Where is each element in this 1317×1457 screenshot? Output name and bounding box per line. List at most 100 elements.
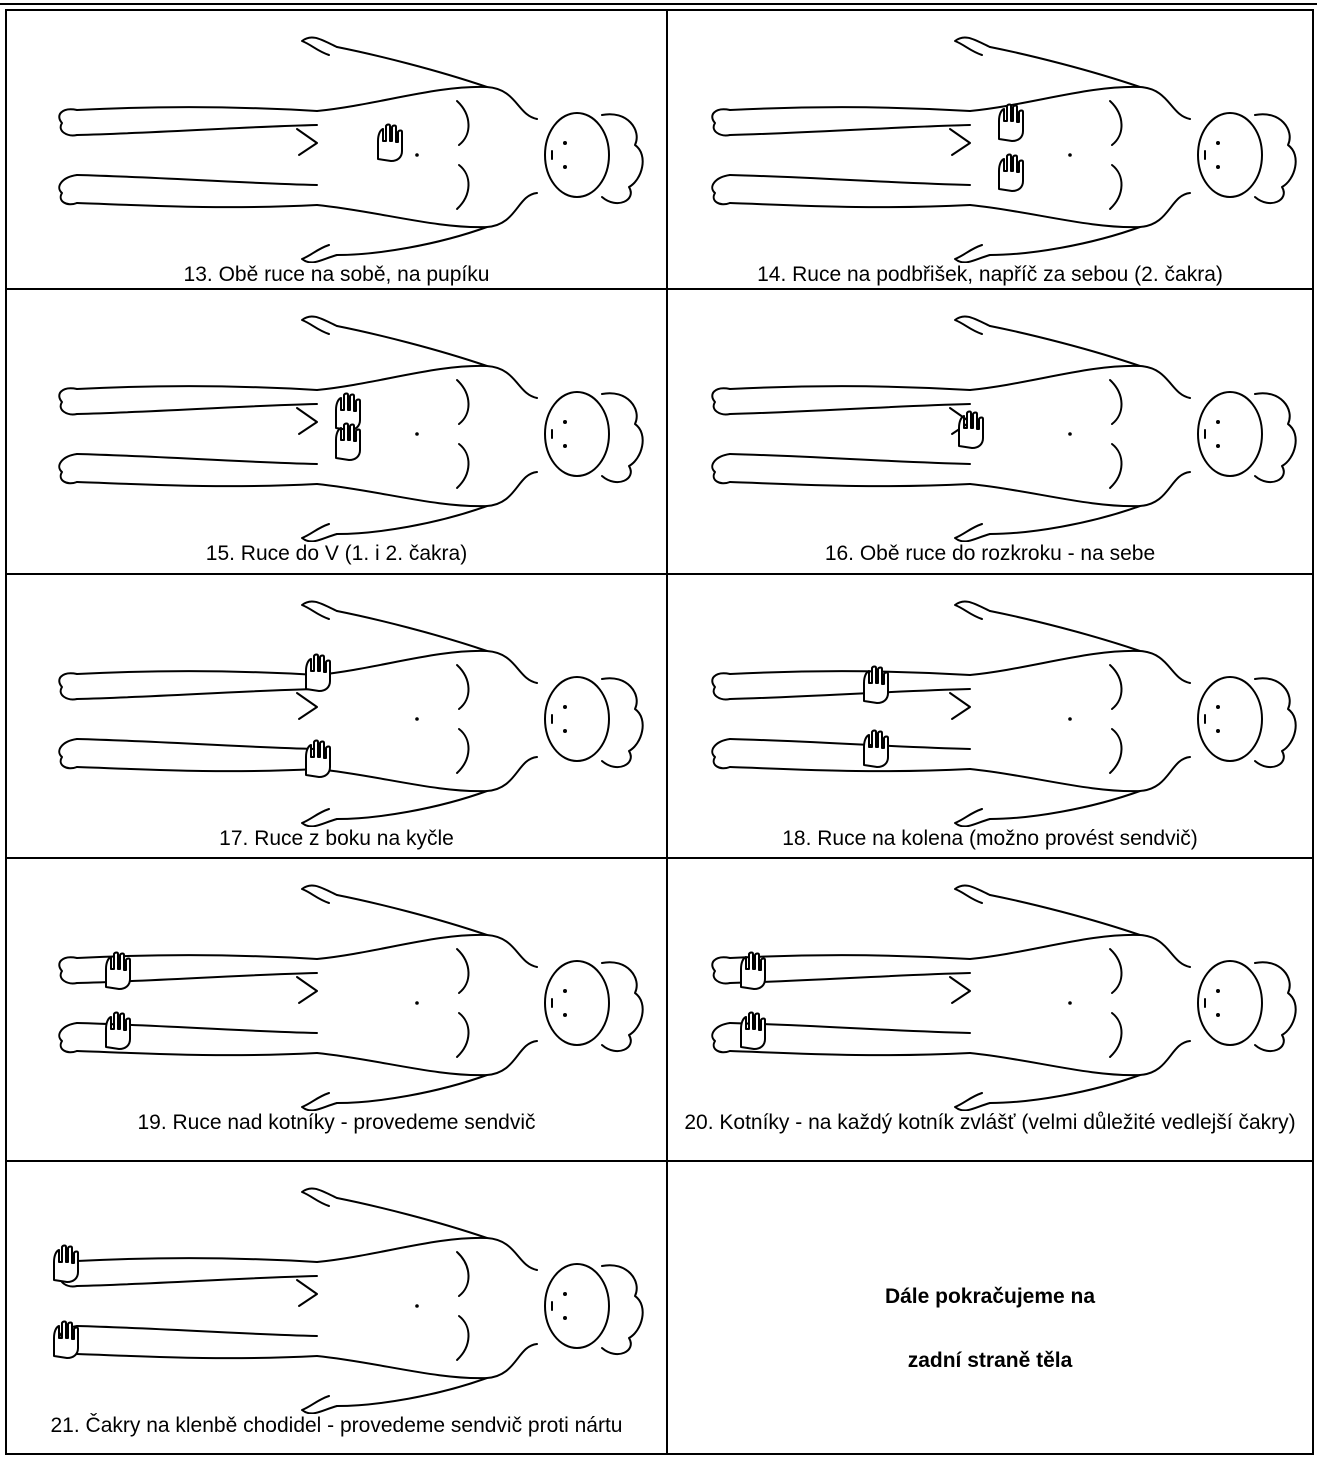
foot-lower: [712, 454, 730, 483]
breast-upper: [457, 665, 469, 709]
crotch-line: [297, 129, 317, 155]
hand-lower: [302, 809, 337, 826]
panel-13: 13. Obě ruce na sobě, na pupíku: [6, 10, 667, 289]
eye-left: [1216, 420, 1220, 424]
lower-leg-outline: [730, 203, 970, 207]
helper-hand-icon: [106, 953, 130, 990]
navel-dot: [415, 1001, 419, 1005]
foot-lower: [59, 1023, 77, 1052]
eye-left: [563, 420, 567, 424]
panel-caption: 18. Ruce na kolena (možno provést sendvi…: [668, 827, 1312, 851]
eye-right: [563, 444, 567, 448]
helper-hand-icon: [378, 125, 402, 162]
panel-caption: 14. Ruce na podbřišek, napříč za sebou (…: [668, 263, 1312, 287]
arm-lower: [337, 1075, 487, 1103]
eye-right: [563, 1316, 567, 1320]
lower-leg-outline: [77, 1354, 317, 1358]
eye-left: [563, 1292, 567, 1296]
navel-dot: [415, 1304, 419, 1308]
foot-upper: [712, 957, 730, 983]
helper-hand-icon: [306, 655, 330, 692]
eye-left: [1216, 141, 1220, 145]
arm-lower: [337, 227, 487, 255]
arm-upper: [337, 895, 487, 935]
crotch-line: [950, 693, 970, 719]
torso-lower-outline: [970, 1041, 1190, 1075]
navel-dot: [415, 717, 419, 721]
arm-upper: [337, 611, 487, 651]
torso-lower-outline: [970, 757, 1190, 791]
eye-right: [563, 1013, 567, 1017]
panel-17: 17. Ruce z boku na kyčle: [6, 574, 667, 858]
foot-upper: [59, 957, 77, 983]
hand-lower: [302, 1093, 337, 1110]
hand-upper: [955, 316, 990, 334]
foot-upper: [59, 673, 77, 699]
hand-upper: [955, 37, 990, 55]
helper-hand-icon: [959, 412, 983, 449]
panel-21: 21. Čakry na klenbě chodidel - provedeme…: [6, 1161, 667, 1454]
eye-right: [563, 165, 567, 169]
eye-right: [563, 729, 567, 733]
helper-hand-icon: [741, 953, 765, 990]
figure-illustration: [670, 294, 1310, 542]
eye-right: [1216, 165, 1220, 169]
navel-dot: [1068, 432, 1072, 436]
top-rule: [0, 3, 1317, 5]
foot-lower: [59, 175, 77, 204]
torso-upper-outline: [317, 366, 537, 398]
helper-hand-icon: [106, 1013, 130, 1050]
panel-caption: 20. Kotníky - na každý kotník zvlášť (ve…: [668, 1111, 1312, 1135]
hand-lower: [955, 1093, 990, 1110]
figure-illustration: [17, 294, 657, 542]
upper-leg-outline: [77, 107, 317, 111]
eye-left: [1216, 705, 1220, 709]
foot-lower: [712, 739, 730, 768]
head-outline: [545, 113, 609, 197]
torso-lower-outline: [970, 472, 1190, 506]
hand-lower: [302, 1396, 337, 1413]
hand-upper: [302, 316, 337, 334]
panel-caption: 21. Čakry na klenbě chodidel - provedeme…: [7, 1414, 666, 1438]
navel-dot: [415, 153, 419, 157]
breast-upper: [1110, 101, 1122, 145]
upper-leg-inner-outline: [730, 125, 970, 135]
torso-lower-outline: [970, 193, 1190, 227]
lower-leg-inner-outline: [77, 175, 317, 185]
torso-lower-outline: [317, 1344, 537, 1378]
figure-illustration: [17, 15, 657, 263]
hand-upper: [302, 885, 337, 903]
lower-leg-inner-outline: [77, 739, 317, 749]
breast-lower: [457, 165, 469, 209]
hand-lower: [955, 524, 990, 541]
torso-lower-outline: [317, 193, 537, 227]
eye-left: [563, 989, 567, 993]
eye-right: [1216, 729, 1220, 733]
navel-dot: [1068, 1001, 1072, 1005]
breast-lower: [1110, 444, 1122, 488]
helper-hand-icon: [999, 155, 1023, 192]
panel-caption: 15. Ruce do V (1. i 2. čakra): [7, 542, 666, 566]
lower-leg-outline: [730, 482, 970, 486]
upper-leg-inner-outline: [730, 689, 970, 699]
upper-leg-outline: [77, 386, 317, 390]
upper-leg-inner-outline: [77, 689, 317, 699]
lower-leg-outline: [77, 1051, 317, 1055]
eye-right: [1216, 1013, 1220, 1017]
torso-lower-outline: [317, 757, 537, 791]
lower-leg-outline: [77, 767, 317, 771]
foot-lower: [59, 454, 77, 483]
head-outline: [1198, 392, 1262, 476]
crotch-line: [297, 408, 317, 434]
panel-caption: 17. Ruce z boku na kyčle: [7, 827, 666, 851]
navel-dot: [1068, 717, 1072, 721]
figure-illustration: [670, 15, 1310, 263]
crotch-line: [950, 129, 970, 155]
breast-lower: [457, 1013, 469, 1057]
torso-upper-outline: [970, 366, 1190, 398]
head-outline: [545, 677, 609, 761]
foot-upper: [712, 109, 730, 135]
panel-19: 19. Ruce nad kotníky - provedeme sendvič: [6, 858, 667, 1161]
breast-lower: [457, 1316, 469, 1360]
panel-18: 18. Ruce na kolena (možno provést sendvi…: [667, 574, 1313, 858]
